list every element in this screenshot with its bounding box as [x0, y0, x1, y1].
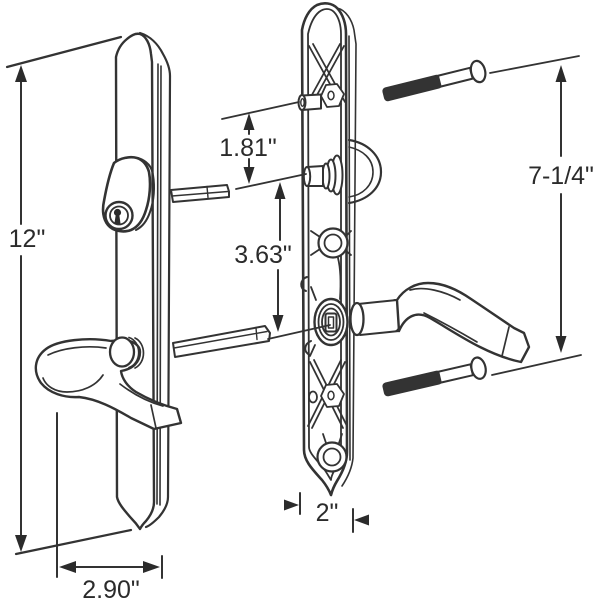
- spindle-bar: [172, 325, 271, 358]
- left-lever-hub-ring: [128, 336, 140, 369]
- left-lever-body: [34, 338, 183, 431]
- thumbturn-knob: [302, 154, 344, 196]
- height-dimension-label: 12": [9, 225, 46, 253]
- left-lever-top-line: [47, 345, 107, 356]
- left-backplate: [114, 31, 172, 531]
- spindle-body: [172, 325, 271, 358]
- right-lever-top-line: [409, 287, 461, 301]
- left-backplate-face: [114, 32, 156, 531]
- ext-line-bottom: [14, 528, 133, 556]
- tailpiece-joint: [206, 185, 209, 199]
- right-lever-arm-line: [423, 312, 478, 343]
- ext-line-top: [489, 55, 580, 74]
- arrowhead-down: [272, 315, 284, 332]
- boss-strut: [337, 257, 342, 300]
- ext-line-upper: [221, 101, 300, 120]
- tailpiece-edge: [171, 190, 229, 197]
- arrowhead-right: [284, 499, 299, 511]
- ext-line-spindle: [267, 324, 331, 340]
- spindle-edge: [173, 330, 268, 349]
- spindle-joint: [255, 327, 258, 341]
- left-backplate-side: [138, 31, 172, 529]
- arrowhead-up: [555, 65, 567, 82]
- arrowhead-up: [243, 113, 255, 130]
- dimension-plate-width: 2": [284, 492, 369, 533]
- cylinder-ring: [109, 205, 129, 226]
- left-backplate-edge-line: [156, 63, 159, 505]
- rear-cylinder-disc-inner: [348, 146, 374, 198]
- dimension-screw-spacing: 7-1/4": [489, 55, 594, 376]
- bottom-lattice-ornament: [307, 359, 348, 429]
- right-lever-handle: [349, 281, 531, 364]
- arrowhead-left: [59, 561, 76, 573]
- width-dimension-label: 2.90": [82, 576, 140, 600]
- right-lever-tip-face: [501, 326, 510, 357]
- dimension-plate-height: 12": [5, 35, 133, 556]
- spacing-dimension-label-2: 3.63": [234, 241, 292, 269]
- arrowhead-right: [143, 561, 160, 573]
- edge-nub-upper: [300, 276, 308, 292]
- arrowhead-up: [274, 182, 286, 199]
- right-lever-body: [395, 281, 531, 364]
- screw-spacing-label: 7-1/4": [528, 162, 594, 190]
- arrowhead-left: [354, 514, 369, 526]
- left-lever-scoop-line: [42, 374, 104, 393]
- left-lever-handle: [34, 336, 183, 431]
- upper-mounting-post: [297, 93, 322, 111]
- dim-line-vertical: [277, 197, 281, 316]
- plate-width-label: 2": [316, 499, 339, 527]
- right-lever-neck: [357, 299, 400, 336]
- arrowhead-up: [15, 65, 27, 82]
- center-plate-side-edge: [348, 35, 351, 461]
- arrowhead-down: [15, 535, 27, 552]
- left-lever-tip-face: [150, 404, 157, 429]
- edge-nub-lower: [304, 340, 312, 356]
- left-lever-hub: [108, 336, 136, 368]
- mounting-screw-bottom: [380, 354, 489, 402]
- ext-line-bottom: [491, 354, 582, 376]
- key-cylinder: [101, 155, 155, 233]
- mounting-screw-top: [380, 58, 489, 107]
- ext-line-top: [5, 35, 123, 69]
- dimension-thumbturn-to-spindle: 3.63": [234, 182, 331, 340]
- ext-line-lower: [235, 173, 307, 190]
- cylinder-housing-side: [135, 157, 155, 231]
- arrowhead-down: [555, 336, 567, 353]
- center-plate: [297, 2, 383, 497]
- keyhole-icon: [113, 208, 122, 217]
- dimension-handle-width: 2.90": [56, 412, 163, 600]
- right-lever-collar: [349, 301, 365, 337]
- rear-cylinder-disc: [347, 138, 383, 205]
- keyhole-slot: [114, 214, 121, 224]
- dimension-post-to-thumbturn: 1.81": [219, 101, 307, 190]
- top-lattice-ornament: [307, 43, 346, 108]
- center-plate-side-outer: [336, 7, 357, 487]
- left-backplate-edge-line2: [159, 65, 162, 506]
- left-lever-hub-ring2: [134, 337, 145, 369]
- arrowhead-down: [243, 167, 255, 184]
- spindle-boss: [313, 297, 349, 347]
- bottom-ring-ornament: [316, 433, 348, 473]
- latch-tailpiece: [170, 184, 230, 203]
- spacing-dimension-label-1: 1.81": [219, 134, 277, 162]
- boss-struts-left: [309, 286, 317, 357]
- left-lever-arm-line: [119, 383, 164, 407]
- ring-ornament: [310, 227, 352, 259]
